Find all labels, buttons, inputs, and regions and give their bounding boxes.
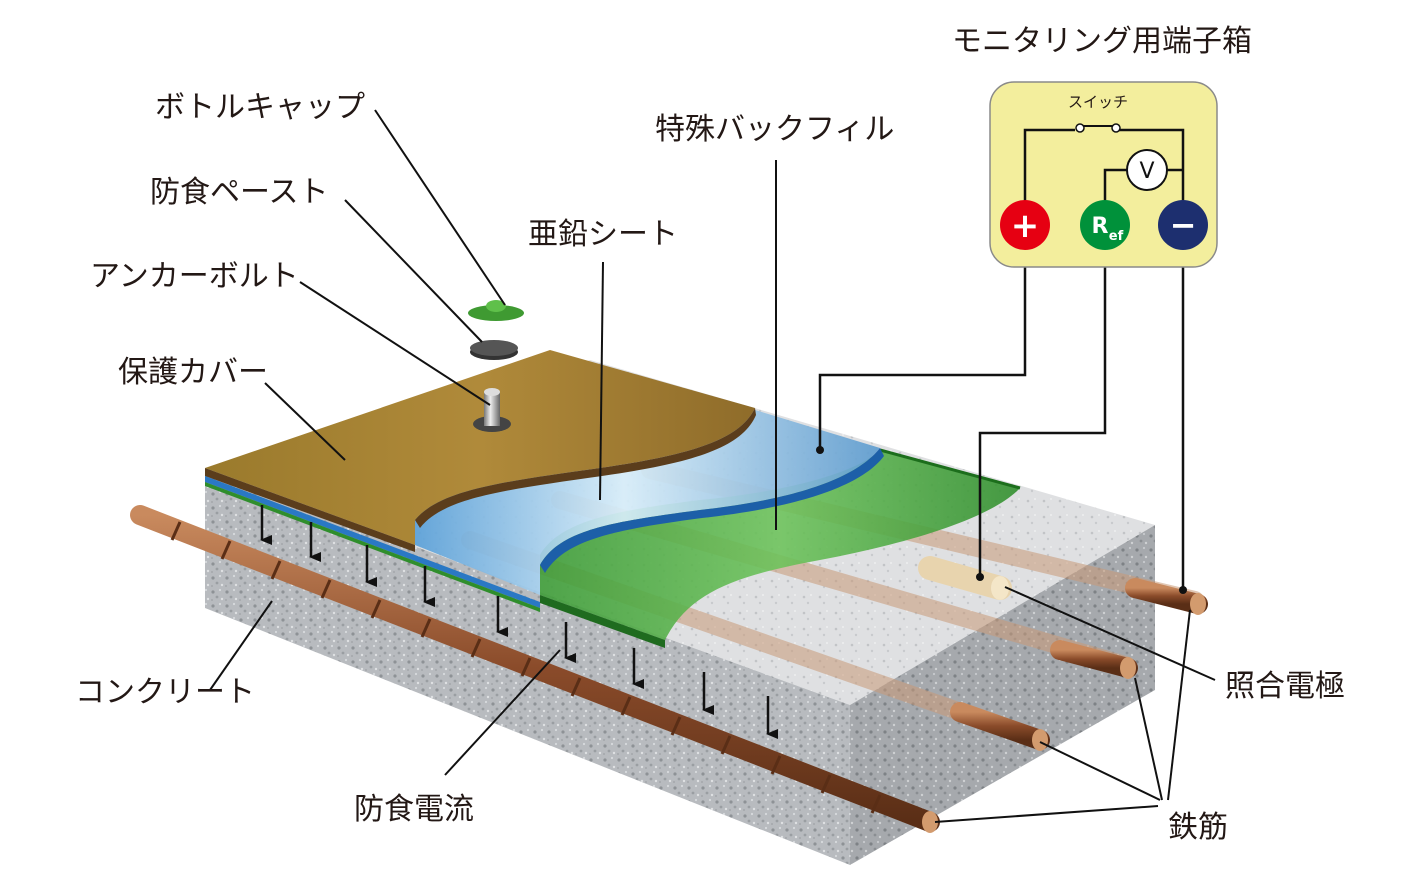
label-anchor-bolt: アンカーボルト xyxy=(90,259,299,294)
label-bottle-cap: ボトルキャップ xyxy=(155,90,365,125)
label-protective-cover: 保護カバー xyxy=(118,355,268,390)
label-anticorrosion-paste: 防食ペースト xyxy=(150,175,329,210)
label-special-backfill: 特殊バックフィル xyxy=(655,112,895,147)
reference-electrode xyxy=(918,556,1012,600)
terminal-minus xyxy=(1158,200,1208,250)
terminal-ref-sub-label: ef xyxy=(1109,229,1124,244)
terminal-ref-label: R xyxy=(1092,214,1109,239)
rebar-end-3 xyxy=(950,702,1050,750)
backfill-layer xyxy=(540,450,1020,640)
label-anticorrosion-current: 防食電流 xyxy=(354,792,474,827)
voltmeter-icon xyxy=(1126,149,1168,191)
anchor-bolt xyxy=(473,388,511,432)
paste-disk xyxy=(470,340,518,360)
label-rebar: 鉄筋 xyxy=(1168,810,1228,845)
monitoring-terminal-box: + R ef − V xyxy=(989,81,1218,268)
zinc-sheet-layer xyxy=(415,410,880,595)
terminal-plus xyxy=(1000,200,1050,250)
rebar-end-2 xyxy=(1050,640,1138,678)
leader-lines xyxy=(209,109,1216,823)
label-monitoring-box: モニタリング用端子箱 xyxy=(952,24,1252,59)
switch-contact-right xyxy=(1111,123,1121,133)
bottle-cap xyxy=(468,300,524,321)
label-reference-electrode: 照合電極 xyxy=(1225,669,1345,704)
label-switch: スイッチ xyxy=(1068,93,1129,111)
label-zinc-sheet: 亜鉛シート xyxy=(528,217,678,252)
terminal-ref xyxy=(1080,200,1130,250)
terminal-minus-label: − xyxy=(1170,206,1197,244)
rebar-front xyxy=(130,505,940,832)
voltmeter-label: V xyxy=(1139,159,1154,184)
protective-cover-layer xyxy=(205,350,755,545)
switch-contact-left xyxy=(1075,123,1085,133)
concrete-right-face xyxy=(850,525,1155,865)
current-arrows xyxy=(260,505,778,739)
rebar-end-1 xyxy=(1125,578,1208,614)
label-concrete: コンクリート xyxy=(75,675,255,710)
terminal-plus-label: + xyxy=(1011,206,1040,246)
